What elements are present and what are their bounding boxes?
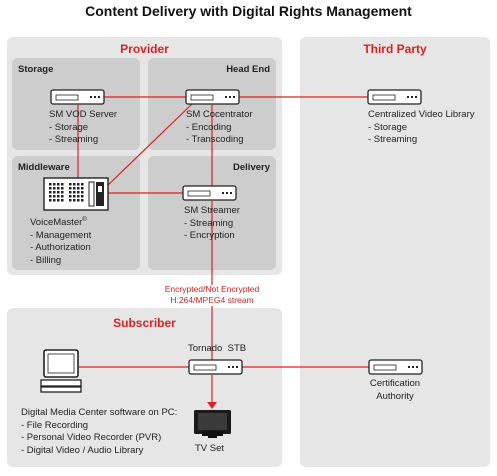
voicemaster-feature: - Billing — [30, 254, 62, 266]
pc-icon — [40, 349, 82, 393]
diagram-title: Content Delivery with Digital Rights Man… — [85, 3, 412, 19]
third-party-heading: Third Party — [363, 42, 427, 56]
vod-server-name: SM VOD Server — [49, 109, 118, 120]
arrow-to-tv-icon — [207, 402, 217, 409]
vod-server-feature: - Storage — [49, 121, 89, 133]
storage-heading: Storage — [18, 64, 54, 75]
concentrator-feature: - Transcoding — [186, 134, 244, 145]
streamer-name: SM Streamer — [184, 205, 240, 216]
head-end-heading: Head End — [226, 64, 270, 75]
concentrator-name: SM Cocentrator — [186, 109, 253, 120]
certification-line2: Authority — [376, 390, 414, 402]
concentrator-label: SM Cocentrator - Encoding - Transcoding — [186, 109, 253, 147]
stb-icon — [188, 359, 243, 375]
line-concentrator-middleware — [105, 103, 193, 188]
certification-server-icon — [368, 359, 423, 375]
video-library-label: Centralized Video Library - Storage - St… — [368, 109, 475, 147]
middleware-heading: Middleware — [18, 162, 70, 173]
concentrator-icon — [185, 89, 240, 105]
stream-note-line1: Encrypted/Not Encrypted — [164, 284, 260, 294]
voicemaster-feature: - Authorization — [30, 242, 91, 254]
video-library-feature: - Storage — [368, 121, 408, 133]
pc-software-feature: - Digital Video / Audio Library — [21, 444, 144, 456]
pc-software-feature: - File Recording — [21, 419, 89, 431]
voicemaster-feature: - Management — [30, 229, 92, 241]
voicemaster-rack-icon — [43, 177, 109, 211]
delivery-heading: Delivery — [233, 162, 270, 173]
vod-server-label: SM VOD Server - Storage - Streaming — [49, 109, 117, 147]
pc-software-feature: - Personal Video Recorder (PVR) — [21, 432, 162, 443]
third-party-panel — [300, 37, 490, 467]
streamer-feature: - Encryption — [184, 230, 235, 241]
voicemaster-name-row: VoiceMaster® — [30, 214, 91, 230]
subscriber-heading: Subscriber — [113, 316, 176, 330]
tv-set-icon — [194, 410, 231, 438]
concentrator-feature: - Encoding — [186, 121, 232, 133]
stb-label: Tornado STB — [188, 343, 247, 354]
streamer-feature: - Streaming — [184, 217, 234, 229]
stream-note: Encrypted/Not Encrypted H.264/MPEG4 stre… — [92, 284, 332, 306]
voicemaster-name: VoiceMaster — [30, 217, 83, 229]
certification-line1: Certification — [369, 378, 421, 389]
vod-server-feature: - Streaming — [49, 134, 99, 145]
video-library-feature: - Streaming — [368, 134, 418, 145]
pc-software-label: Digital Media Center software on PC: - F… — [21, 407, 177, 457]
stream-note-line2: H.264/MPEG4 stream — [170, 295, 254, 305]
vod-server-icon — [50, 89, 105, 105]
provider-heading: Provider — [120, 42, 169, 56]
pc-software-heading: Digital Media Center software on PC: — [21, 407, 178, 418]
streamer-label: SM Streamer - Streaming - Encryption — [184, 205, 240, 243]
registered-mark: ® — [82, 217, 87, 223]
streamer-icon — [182, 185, 237, 201]
voicemaster-label: VoiceMaster® - Management - Authorizatio… — [30, 214, 91, 267]
video-library-name: Centralized Video Library — [368, 109, 475, 120]
video-library-icon — [367, 89, 422, 105]
certification-label: Certification Authority — [345, 378, 445, 403]
tv-set-label: TV Set — [195, 443, 225, 454]
